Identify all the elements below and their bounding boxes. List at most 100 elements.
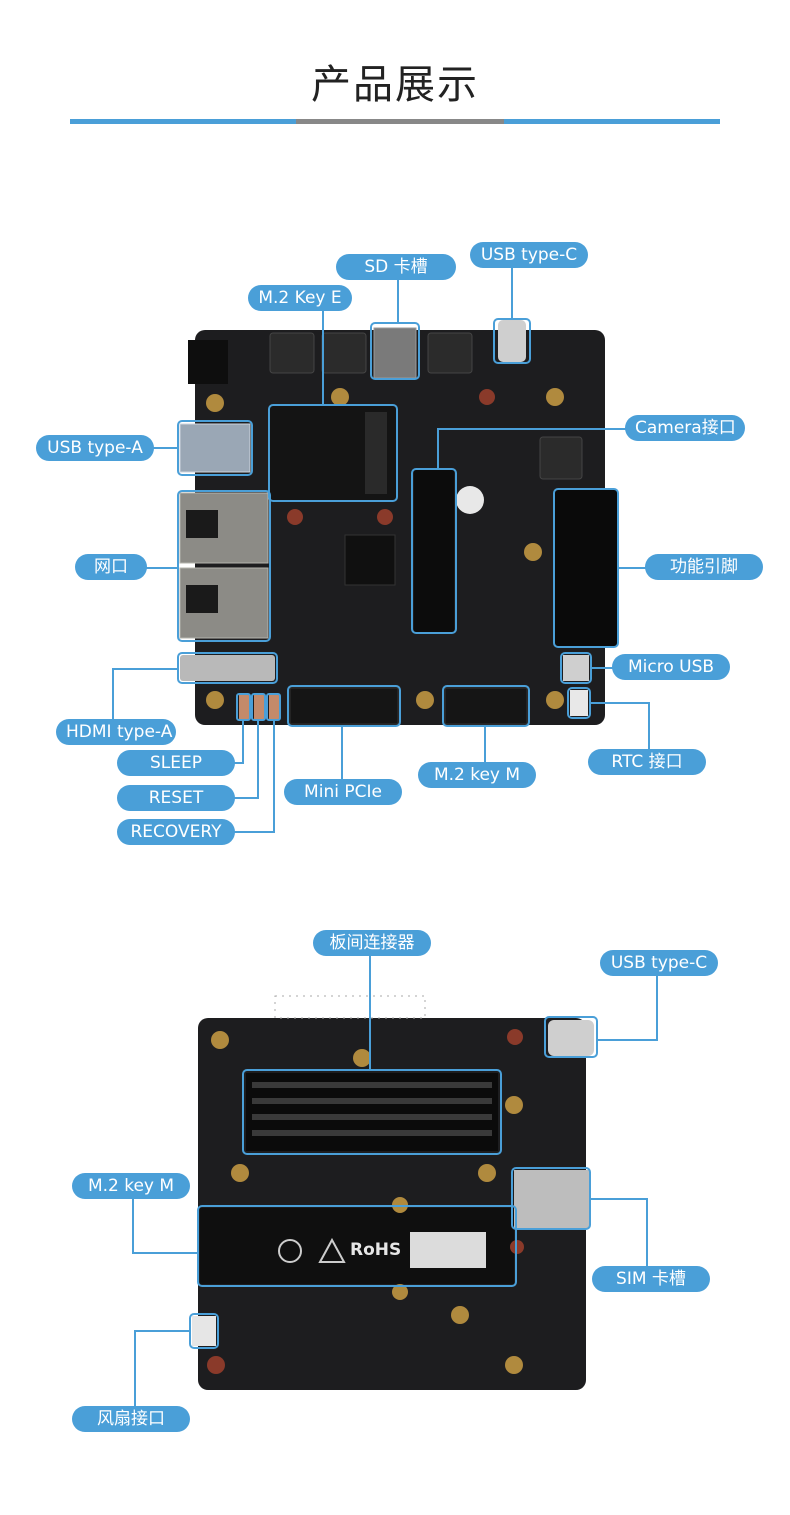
leader-fan-v	[134, 1330, 136, 1406]
camera-highlight	[411, 468, 457, 634]
mounting-hole	[505, 1356, 523, 1374]
fan-connector-body	[192, 1316, 216, 1346]
hdmi-highlight	[177, 652, 278, 684]
sleep-highlight	[236, 693, 251, 721]
usb-c-port-bottom	[548, 1020, 594, 1056]
leader-mini-pcie	[341, 726, 343, 780]
camera-connector	[414, 470, 454, 632]
label-m2-key-m: M.2 key M	[418, 762, 536, 788]
label-usb-c: USB type-C	[470, 242, 588, 268]
leader-micro-usb	[591, 667, 617, 669]
brand-logo	[456, 486, 484, 514]
label-b2b: 板间连接器	[313, 930, 431, 956]
red-pad	[510, 1240, 524, 1254]
inductor	[427, 332, 473, 374]
usb-a-port	[179, 423, 251, 473]
page-title: 产品展示	[311, 62, 479, 108]
leader-camera-v	[437, 428, 439, 470]
mounting-hole	[451, 1306, 469, 1324]
red-pad	[207, 1356, 225, 1374]
label-m2-key-e: M.2 Key E	[248, 285, 352, 311]
ssd-sticker	[410, 1232, 486, 1268]
m2-ssd-highlight	[197, 1205, 517, 1287]
leader-rtc-h	[590, 702, 650, 704]
reset-highlight	[251, 693, 266, 721]
leader-hdmi-v	[112, 668, 114, 722]
label-reset: RESET	[117, 785, 235, 811]
leader-usb-c	[511, 267, 513, 320]
label-mini-pcie: Mini PCIe	[284, 779, 402, 805]
leader-reset-h	[234, 797, 259, 799]
leader-gpio	[618, 567, 650, 569]
m2-key-e-highlight	[268, 404, 398, 502]
leader-reset-v	[257, 720, 259, 798]
sd-slot-highlight	[370, 322, 420, 380]
leader-sleep-h	[234, 762, 244, 764]
mounting-hole	[211, 1031, 229, 1049]
mounting-hole	[546, 388, 564, 406]
ethernet-port	[179, 567, 269, 639]
mini-pcie-highlight	[287, 685, 401, 727]
leader-m2m-bottom-h	[132, 1252, 198, 1254]
label-recovery: RECOVERY	[117, 819, 235, 845]
leader-sim-h	[590, 1198, 648, 1200]
fan-highlight	[189, 1313, 219, 1349]
mounting-hole	[231, 1164, 249, 1182]
power-jack	[188, 340, 228, 384]
sim-slot-body	[514, 1170, 590, 1228]
micro-usb-highlight	[560, 652, 592, 684]
mounting-hole	[392, 1284, 408, 1300]
reset-button	[254, 695, 264, 719]
hdmi-port	[180, 655, 275, 681]
mounting-hole	[206, 394, 224, 412]
recovery-button	[269, 695, 279, 719]
label-sleep: SLEEP	[117, 750, 235, 776]
leader-usb-a	[150, 447, 178, 449]
label-ethernet: 网口	[75, 554, 147, 580]
sleep-button	[239, 695, 249, 719]
leader-sd	[397, 278, 399, 324]
label-sd-slot: SD 卡槽	[336, 254, 456, 280]
mounting-hole	[546, 691, 564, 709]
usb-c-highlight	[493, 318, 531, 364]
gpio-header	[555, 490, 617, 646]
title-rule-center	[296, 119, 504, 124]
label-m2-key-m-bottom: M.2 key M	[72, 1173, 190, 1199]
leader-m2m-bottom-v	[132, 1198, 134, 1253]
label-usb-c-bottom: USB type-C	[600, 950, 718, 976]
label-usb-a: USB type-A	[36, 435, 154, 461]
label-rtc: RTC 接口	[588, 749, 706, 775]
label-micro-usb: Micro USB	[612, 654, 730, 680]
leader-hdmi-h	[112, 668, 178, 670]
rtc-connector	[570, 690, 588, 716]
label-hdmi: HDMI type-A	[56, 719, 176, 745]
label-fan: 风扇接口	[72, 1406, 190, 1432]
mounting-hole	[505, 1096, 523, 1114]
mini-pcie-slot	[289, 687, 399, 725]
mounting-hole	[524, 543, 542, 561]
leader-fan-h	[134, 1330, 190, 1332]
leader-recovery-v	[273, 720, 275, 833]
label-camera: Camera接口	[625, 415, 745, 441]
red-pad	[287, 509, 303, 525]
inductor	[539, 436, 583, 480]
leader-sim-v	[646, 1198, 648, 1266]
leader-usb-c-bottom-v	[656, 975, 658, 1041]
leader-usb-c-bottom-h	[597, 1039, 658, 1041]
red-pad	[377, 509, 393, 525]
mounting-hole	[206, 691, 224, 709]
inductor	[269, 332, 315, 374]
leader-sleep-v	[242, 720, 244, 764]
mounting-hole	[353, 1049, 371, 1067]
red-pad	[479, 389, 495, 405]
mounting-hole	[416, 691, 434, 709]
m2-key-m-slot	[444, 687, 528, 725]
sim-highlight	[511, 1167, 591, 1230]
b2b-highlight	[242, 1069, 502, 1155]
title-rule-left	[70, 119, 296, 124]
mounting-hole	[478, 1164, 496, 1182]
ssd-rohs-text: RoHS	[350, 1240, 402, 1260]
usb-a-highlight	[177, 420, 253, 476]
inductor	[321, 332, 367, 374]
